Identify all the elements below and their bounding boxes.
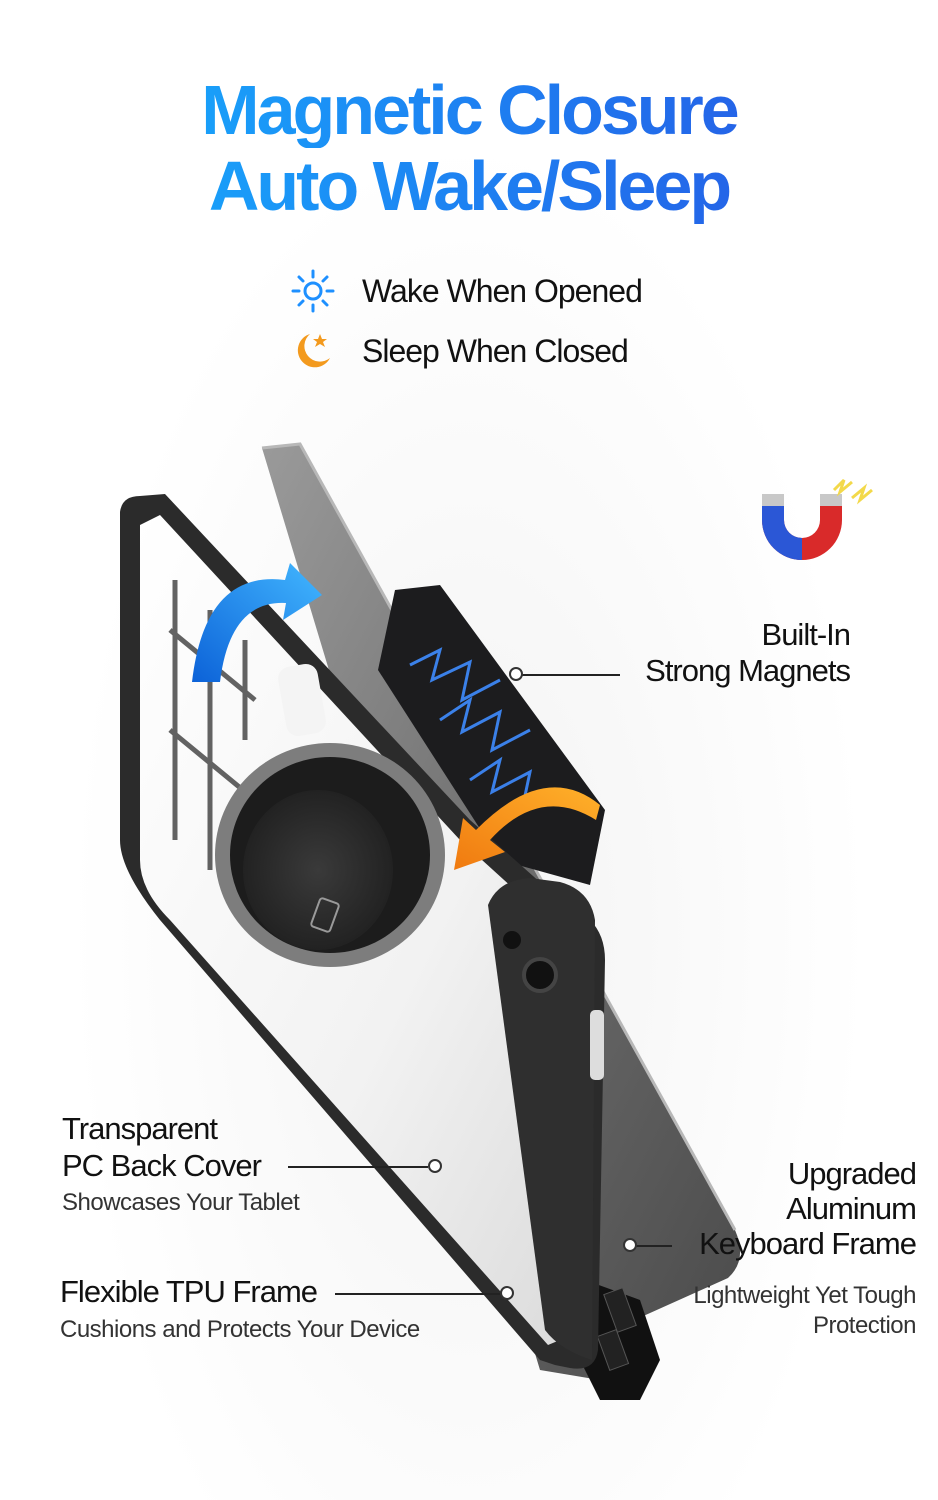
callout-back-cover-sub: Showcases Your Tablet [62,1189,300,1216]
headline-line-2: Auto Wake/Sleep [0,148,938,224]
feature-wake-label: Wake When Opened [362,272,643,309]
callout-back-cover-leader [288,1166,428,1168]
moon-star-icon [290,328,336,374]
callout-tpu-title: Flexible TPU Frame [60,1274,318,1309]
feature-sleep: Sleep When Closed [290,328,629,374]
feature-wake: Wake When Opened [290,268,643,314]
ring-holder [215,743,445,967]
callout-back-cover-line2: PC Back Cover [62,1148,262,1183]
pencil [278,663,326,737]
callout-back-cover-dot [428,1159,442,1173]
callout-magnets-dot [509,667,523,681]
headline-line-1: Magnetic Closure [0,72,938,148]
callout-keyboard-line3: Keyboard Frame [699,1226,917,1261]
magnet-pad [378,585,605,885]
callout-keyboard-sub2: Protection [812,1312,917,1339]
headline: Magnetic Closure Auto Wake/Sleep [0,72,938,224]
feature-sleep-label: Sleep When Closed [362,332,629,369]
magnet-icon [762,478,873,560]
open-arrow [192,563,322,682]
callout-keyboard-dot [623,1238,637,1252]
callout-keyboard-leader [636,1245,672,1247]
callout-keyboard-line1: Upgraded [787,1156,917,1191]
tablet-case-illustration [120,442,873,1400]
close-arrow [454,787,600,870]
callout-magnets-line2: Strong Magnets [645,653,851,688]
callout-tpu-leader [335,1293,500,1295]
callout-keyboard-sub1: Lightweight Yet Tough [693,1282,916,1309]
callout-back-cover-line1: Transparent [62,1111,218,1146]
callout-keyboard-line2: Aluminum [786,1191,917,1226]
callout-magnets-leader [520,674,620,676]
callout-tpu-sub: Cushions and Protects Your Device [60,1316,420,1343]
callout-tpu-dot [500,1286,514,1300]
callout-magnets-line1: Built-In [761,617,851,652]
sun-icon [290,268,336,314]
